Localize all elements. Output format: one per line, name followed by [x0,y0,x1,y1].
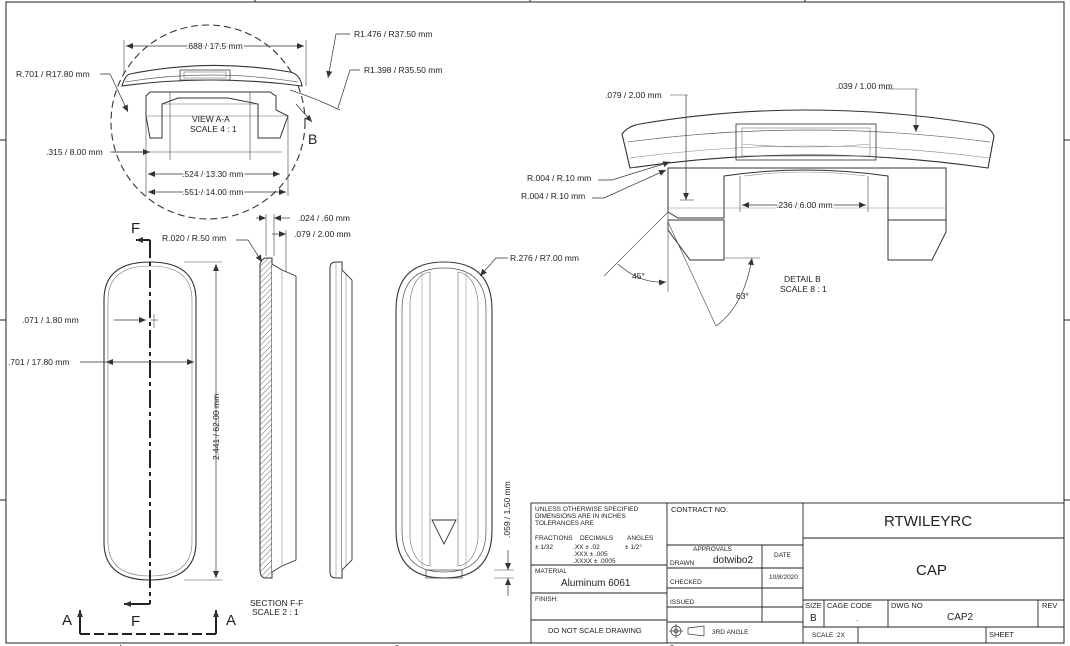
dim-701: .701 / 17.80 mm [8,357,69,367]
rev-label: REV [1042,601,1057,610]
dim-059: .059 / 1.50 mm [502,481,512,538]
part-title: CAP [916,562,947,579]
tol-decimal-2: .XXX ± .005 [573,551,608,558]
section-letter-f-bottom: F [131,613,140,630]
view-aa-scale: SCALE 4 : 1 [190,124,237,134]
projection-symbol [669,624,705,638]
size-label: SIZE [805,601,822,610]
checked-label: CHECKED [670,579,702,586]
dim-524: .524 / 13.30 mm [182,169,243,179]
tol-line-2: DIMENSIONS ARE IN INCHES [535,513,626,520]
drawn-by: dotwibo2 [713,555,753,566]
zone-label-4: 4 [118,643,122,646]
dim-024: .024 / .60 mm [298,213,350,223]
scale-label: SCALE :2X [812,632,846,639]
cage-label: CAGE CODE [827,601,872,610]
sheet-label: SHEET [989,630,1014,639]
zone-label-2: 2 [670,643,674,646]
dim-b-079: .079 / 2.00 mm [605,90,662,100]
tol-fraction: ± 1/32 [535,544,553,551]
tol-decimal-1: .XX ± .02 [573,544,600,551]
dim-r1476: R1.476 / R37.50 mm [354,29,432,39]
tol-angle: ± 1/2° [625,543,642,551]
section-ff: .024 / .60 mm .079 / 2.00 mm R.020 / R.5… [162,213,351,617]
dim-b-r004-1: R.004 / R.10 mm [527,173,591,183]
tol-header-angles: ANGLES [627,535,654,542]
company-name: RTWILEYRC [884,513,972,530]
material-label: MATERIAL [535,568,567,575]
side-view [329,261,353,579]
section-ff-hatched [259,257,273,579]
dim-r276: R.276 / R7.00 mm [510,253,579,263]
size-value: B [810,613,817,624]
section-ff-title: SECTION F-F [250,598,303,608]
view-letter-a-right: A [226,612,236,629]
detail-b: .079 / 2.00 mm .039 / 1.00 mm R.004 / R.… [521,81,995,327]
issued-label: ISSUED [670,599,695,606]
section-ff-scale: SCALE 2 : 1 [252,607,299,617]
dim-071: .071 / 1.80 mm [22,315,79,325]
detail-b-callout: B [308,131,317,147]
dim-b-r004-2: R.004 / R.10 mm [521,191,585,201]
view-aa-cap-arch [121,64,303,87]
view-aa-body [145,91,289,139]
drawn-label: DRAWN [670,560,695,567]
view-aa: VIEW A-A SCALE 4 : 1 .688 / 17.5 mm R1.4… [16,24,442,220]
cage-value: . [856,614,858,623]
dim-551: .551 / 14.00 mm [182,187,243,197]
triangle-marker [431,519,457,546]
finish-label: FINISH: [535,596,558,603]
detail-b-title: DETAIL B [784,274,821,284]
dim-2441: 2.441 / 62.00 mm [211,394,221,460]
section-letter-f-top: F [131,220,140,237]
tol-decimal-3: .XXXX ± .0005 [573,558,616,565]
drawn-date: 10/8/2020 [769,574,798,581]
zone-label-3: 3 [395,643,399,646]
date-label: DATE [774,552,792,559]
dim-b-039: .039 / 1.00 mm [836,81,893,91]
dwg-no-value: CAP2 [947,612,974,623]
dim-b-63: 63° [736,291,749,301]
plan-view: F F A A .071 / 1.80 mm .701 / 17.80 mm 2… [8,220,236,635]
dim-b-45: 45° [632,271,645,281]
tol-header-fractions: FRACTIONS [535,535,573,542]
title-block [530,502,1065,644]
approvals-label: APPROVALS [693,546,733,553]
dim-b-236: .236 / 6.00 mm [776,200,833,210]
dwg-no-label: DWG NO [891,601,923,610]
title-block-text: UNLESS OTHERWISE SPECIFIED DIMENSIONS AR… [535,505,1057,639]
contract-label: CONTRACT NO. [671,505,728,514]
top-view: R.276 / R7.00 mm .059 / 1.50 mm [395,253,579,596]
tol-line-3: TOLERANCES ARE [535,520,594,527]
material-value: Aluminum 6061 [561,578,631,589]
tol-header-decimals: DECIMALS [580,535,614,542]
dim-688: .688 / 17.5 mm [186,41,243,51]
dim-r701: R.701 / R17.80 mm [16,69,90,79]
tol-line-1: UNLESS OTHERWISE SPECIFIED [535,506,638,513]
detail-b-leg-left [667,167,947,221]
detail-b-cap-top [621,109,995,169]
dim-315: .315 / 8.00 mm [46,147,103,157]
top-view-outline [395,261,493,579]
detail-b-scale: SCALE 8 : 1 [780,284,827,294]
view-aa-title: VIEW A-A [192,114,230,124]
view-letter-a-left: A [62,612,72,629]
dim-ff-079: .079 / 2.00 mm [294,229,351,239]
do-not-scale: DO NOT SCALE DRAWING [548,626,642,635]
dim-r1398: R1.398 / R35.50 mm [364,65,442,75]
dim-r020: R.020 / R.50 mm [162,233,226,243]
view-aa-detail-circle [110,24,306,220]
projection-label: 3RD ANGLE [712,629,749,636]
